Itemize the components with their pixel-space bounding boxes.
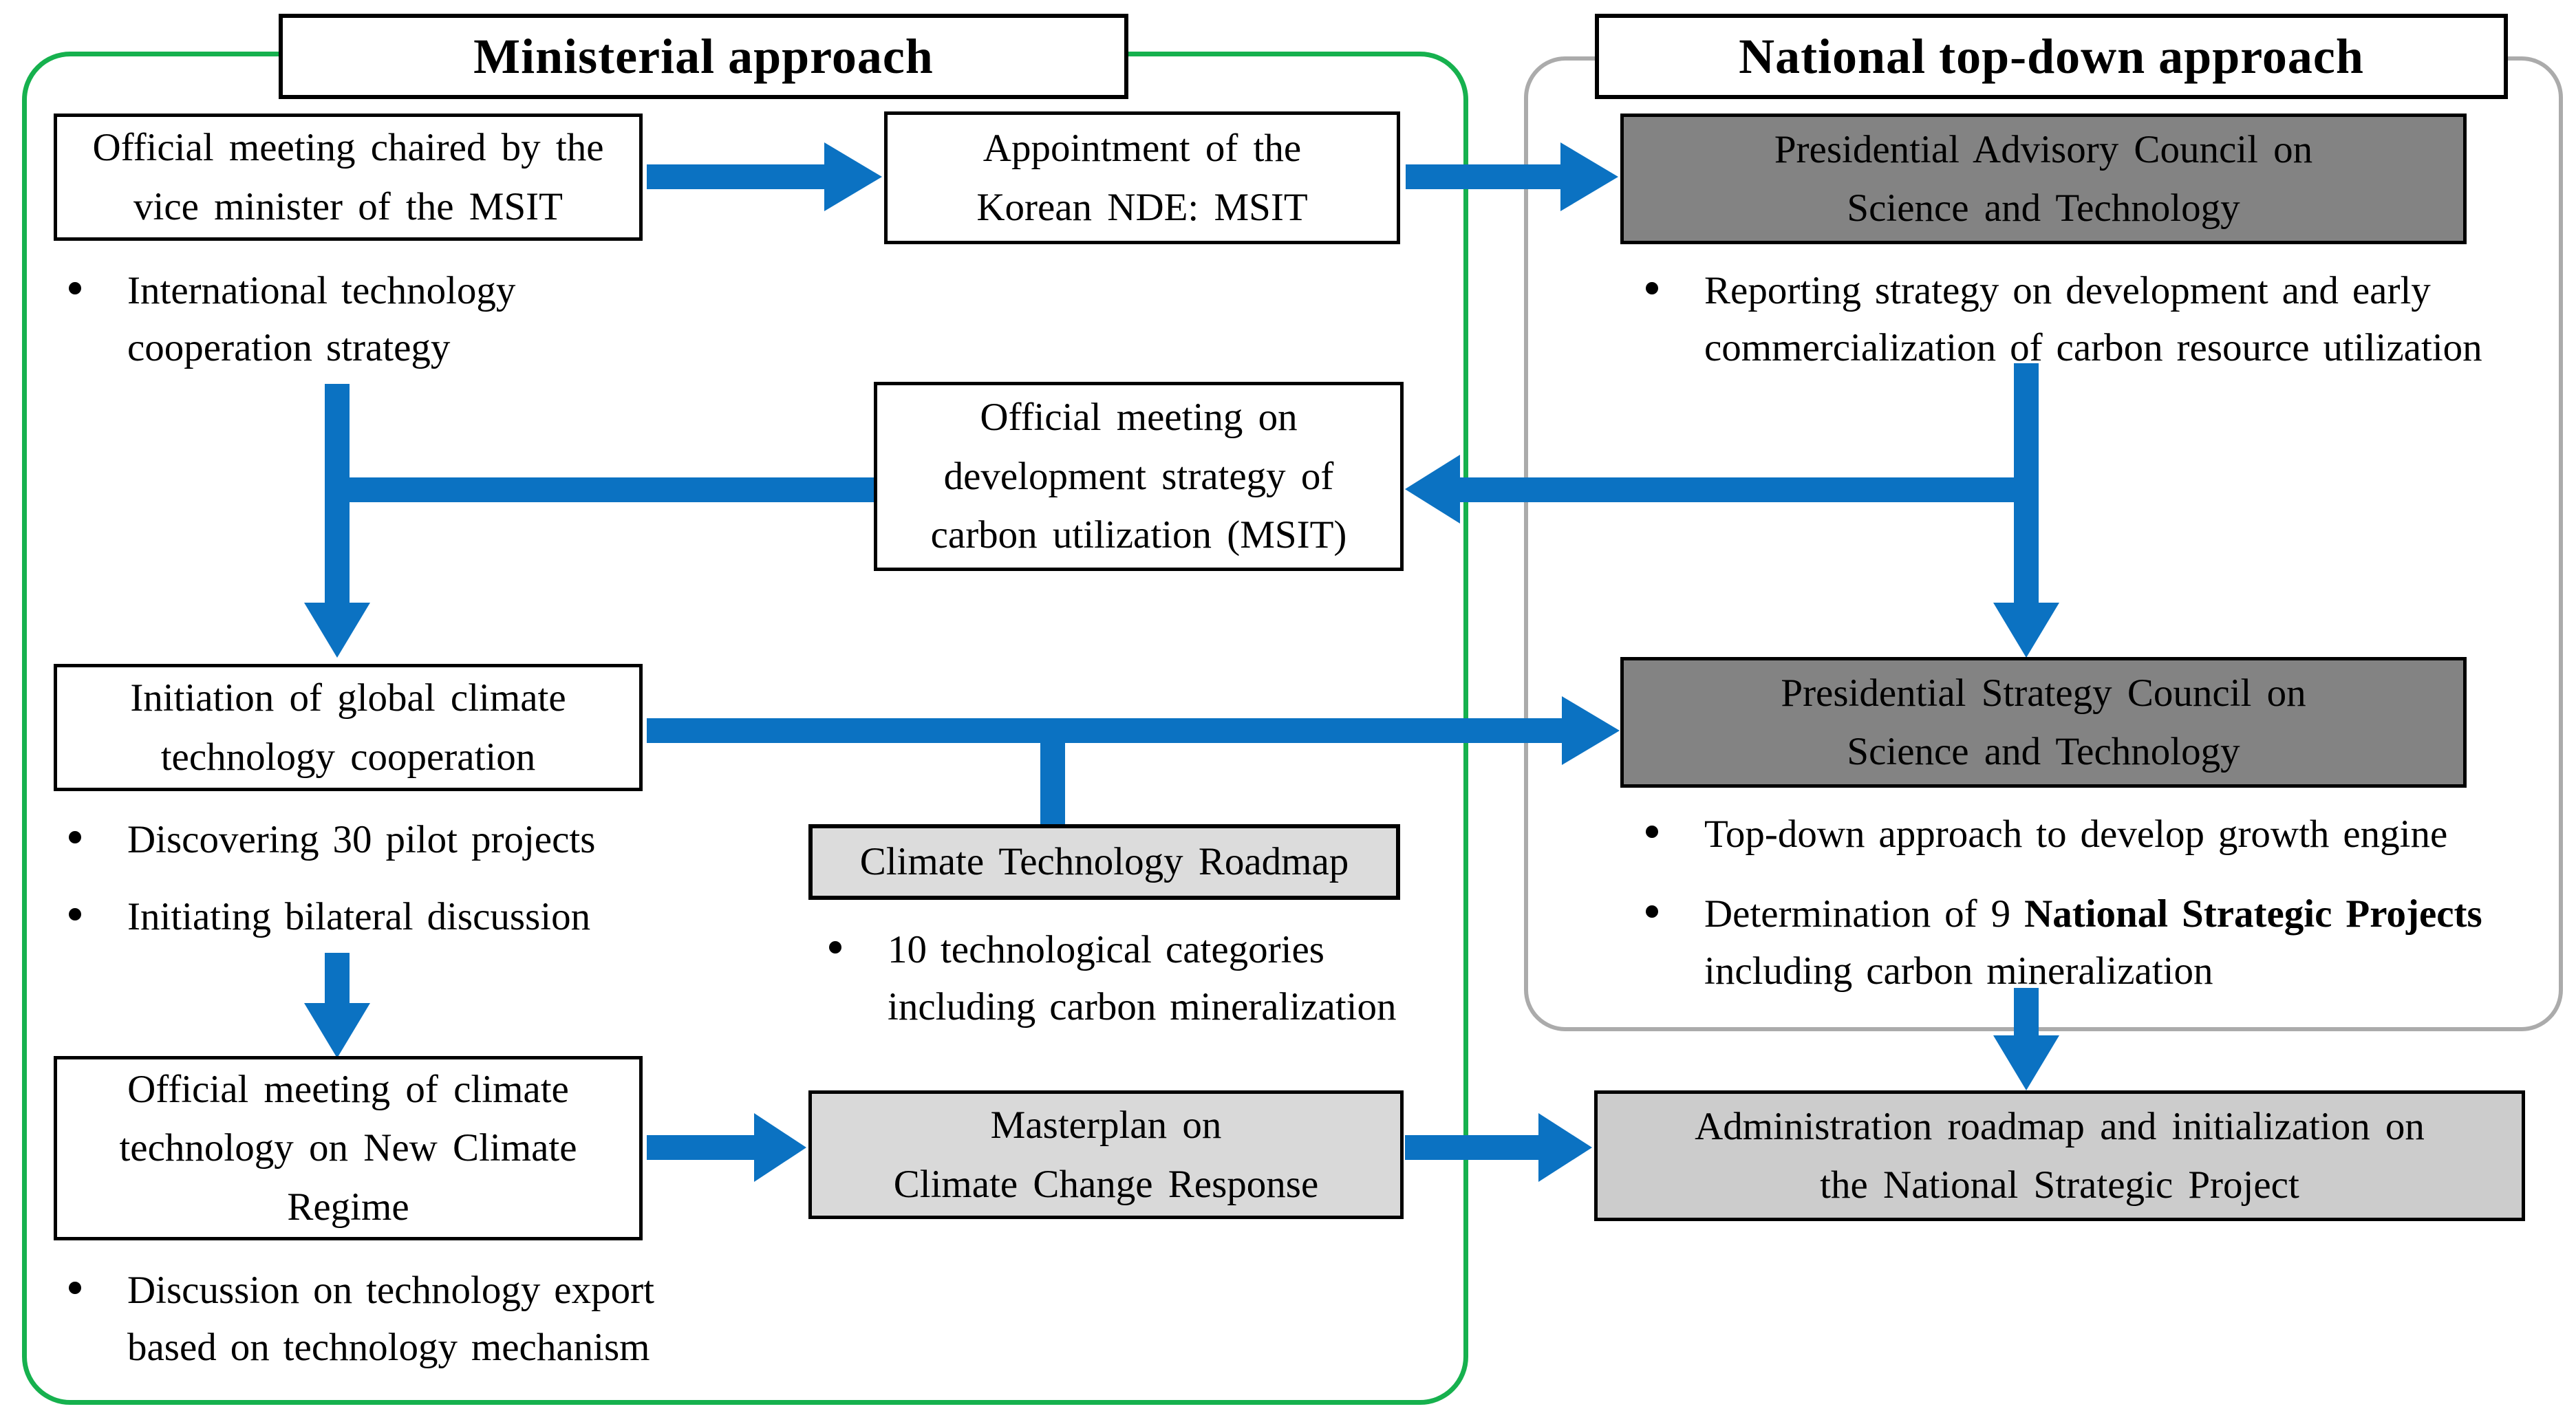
- box-vice-minister-meeting: Official meeting chaired by the vice min…: [54, 114, 643, 241]
- box-strategy-council: Presidential Strategy Council on Science…: [1620, 657, 2467, 788]
- bullet-ten-categories-text: 10 technological categories including ca…: [888, 928, 1397, 1028]
- arrow-viceminister-to-appointment-head: [824, 142, 882, 211]
- box-new-climate-regime-meeting-label: Official meeting of climate technology o…: [119, 1067, 577, 1229]
- ministerial-title-box: Ministerial approach: [279, 14, 1128, 99]
- box-initiation-cooperation-label: Initiation of global climate technology …: [130, 676, 566, 779]
- box-administration-roadmap-label: Administration roadmap and initializatio…: [1695, 1104, 2425, 1207]
- bullet-ten-categories: 10 technological categories including ca…: [829, 922, 1435, 1035]
- arrow-viceminister-down-head: [304, 603, 370, 658]
- bullet-dot-icon: [69, 831, 81, 843]
- box-carbon-strategy-meeting-label: Official meeting on development strategy…: [930, 396, 1347, 557]
- arrow-viceminister-to-appointment-shaft: [647, 164, 824, 189]
- arrow-to-new-climate-meeting-shaft: [325, 953, 350, 1006]
- ministerial-title: Ministerial approach: [473, 28, 934, 84]
- bullet-determination-projects: Determination of 9 National Strategic Pr…: [1646, 886, 2499, 1000]
- bullet-bilateral-discussion: Initiating bilateral discussion: [69, 889, 661, 946]
- box-masterplan: Masterplan on Climate Change Response: [808, 1090, 1404, 1219]
- arrow-branch-to-carbon-meeting-shaft: [1460, 477, 2039, 502]
- bullet-technology-export: Discussion on technology export based on…: [69, 1262, 674, 1376]
- bullet-dot-icon: [69, 908, 81, 920]
- bullet-reporting-strategy-text: Reporting strategy on development and ea…: [1704, 269, 2482, 369]
- box-appointment-nde-label: Appointment of the Korean NDE: MSIT: [976, 127, 1308, 229]
- bullet-reporting-strategy: Reporting strategy on development and ea…: [1646, 263, 2533, 376]
- arrow-masterplan-to-administration-head: [1538, 1113, 1592, 1182]
- bullet-pilot-projects-text: Discovering 30 pilot projects: [127, 818, 596, 861]
- bullet-dot-icon: [1646, 905, 1658, 918]
- arrow-initiation-to-strategy-head: [1562, 696, 1620, 765]
- arrow-to-new-climate-meeting-head: [304, 1003, 370, 1058]
- box-initiation-cooperation: Initiation of global climate technology …: [54, 664, 643, 791]
- bullet-dot-icon: [1646, 282, 1658, 294]
- bullet-dot-icon: [69, 282, 81, 294]
- bullet-determination-post: including carbon mineralization: [1704, 949, 2213, 993]
- arrow-viceminister-down-shaft: [325, 384, 350, 604]
- arrow-branch-to-carbon-meeting-head: [1405, 455, 1460, 524]
- arrow-initiation-to-strategy-shaft: [647, 718, 1563, 743]
- box-climate-tech-roadmap-label: Climate Technology Roadmap: [859, 840, 1349, 884]
- box-vice-minister-meeting-label: Official meeting chaired by the vice min…: [92, 126, 604, 228]
- arrow-appointment-to-advisory-shaft: [1406, 164, 1562, 189]
- box-appointment-nde: Appointment of the Korean NDE: MSIT: [884, 111, 1400, 244]
- arrow-strategy-to-administration-head: [1993, 1035, 2059, 1090]
- box-advisory-council: Presidential Advisory Council on Science…: [1620, 114, 2467, 244]
- bullet-dot-icon: [69, 1282, 81, 1294]
- bullet-determination-pre: Determination of 9: [1704, 892, 2025, 936]
- bullet-determination-bold: National Strategic Projects: [2024, 892, 2482, 936]
- arrow-masterplan-to-administration-shaft: [1405, 1135, 1538, 1160]
- bullet-dot-icon: [1646, 826, 1658, 838]
- box-climate-tech-roadmap: Climate Technology Roadmap: [808, 824, 1400, 900]
- national-title-box: National top-down approach: [1595, 14, 2508, 99]
- arrow-strategy-to-administration-shaft: [2014, 988, 2039, 1039]
- national-title: National top-down approach: [1739, 28, 2364, 84]
- bullet-pilot-projects: Discovering 30 pilot projects: [69, 812, 661, 869]
- bullet-topdown-growth-text: Top-down approach to develop growth engi…: [1704, 812, 2448, 856]
- bullet-intl-tech-cooperation: International technology cooperation str…: [69, 263, 592, 376]
- bullet-intl-tech-cooperation-text: International technology cooperation str…: [127, 269, 516, 369]
- bullet-bilateral-discussion-text: Initiating bilateral discussion: [127, 895, 591, 938]
- box-carbon-strategy-meeting: Official meeting on development strategy…: [874, 382, 1404, 571]
- box-masterplan-label: Masterplan on Climate Change Response: [893, 1103, 1319, 1206]
- box-new-climate-regime-meeting: Official meeting of climate technology o…: [54, 1056, 643, 1240]
- connector-down-to-roadmap: [1040, 731, 1065, 824]
- arrow-newclimate-to-masterplan-shaft: [647, 1135, 755, 1160]
- box-strategy-council-label: Presidential Strategy Council on Science…: [1781, 671, 2306, 774]
- arrow-newclimate-to-masterplan-head: [754, 1113, 806, 1182]
- bullet-technology-export-text: Discussion on technology export based on…: [127, 1269, 654, 1369]
- bullet-dot-icon: [829, 941, 841, 954]
- connector-left-to-carbon-meeting: [350, 477, 874, 502]
- bullet-determination-projects-text: Determination of 9 National Strategic Pr…: [1704, 886, 2499, 1000]
- arrow-advisory-to-strategy-head: [1993, 603, 2059, 658]
- box-administration-roadmap: Administration roadmap and initializatio…: [1594, 1090, 2525, 1221]
- arrow-appointment-to-advisory-head: [1560, 142, 1618, 211]
- box-advisory-council-label: Presidential Advisory Council on Science…: [1774, 127, 2313, 230]
- bullet-topdown-growth: Top-down approach to develop growth engi…: [1646, 806, 2540, 863]
